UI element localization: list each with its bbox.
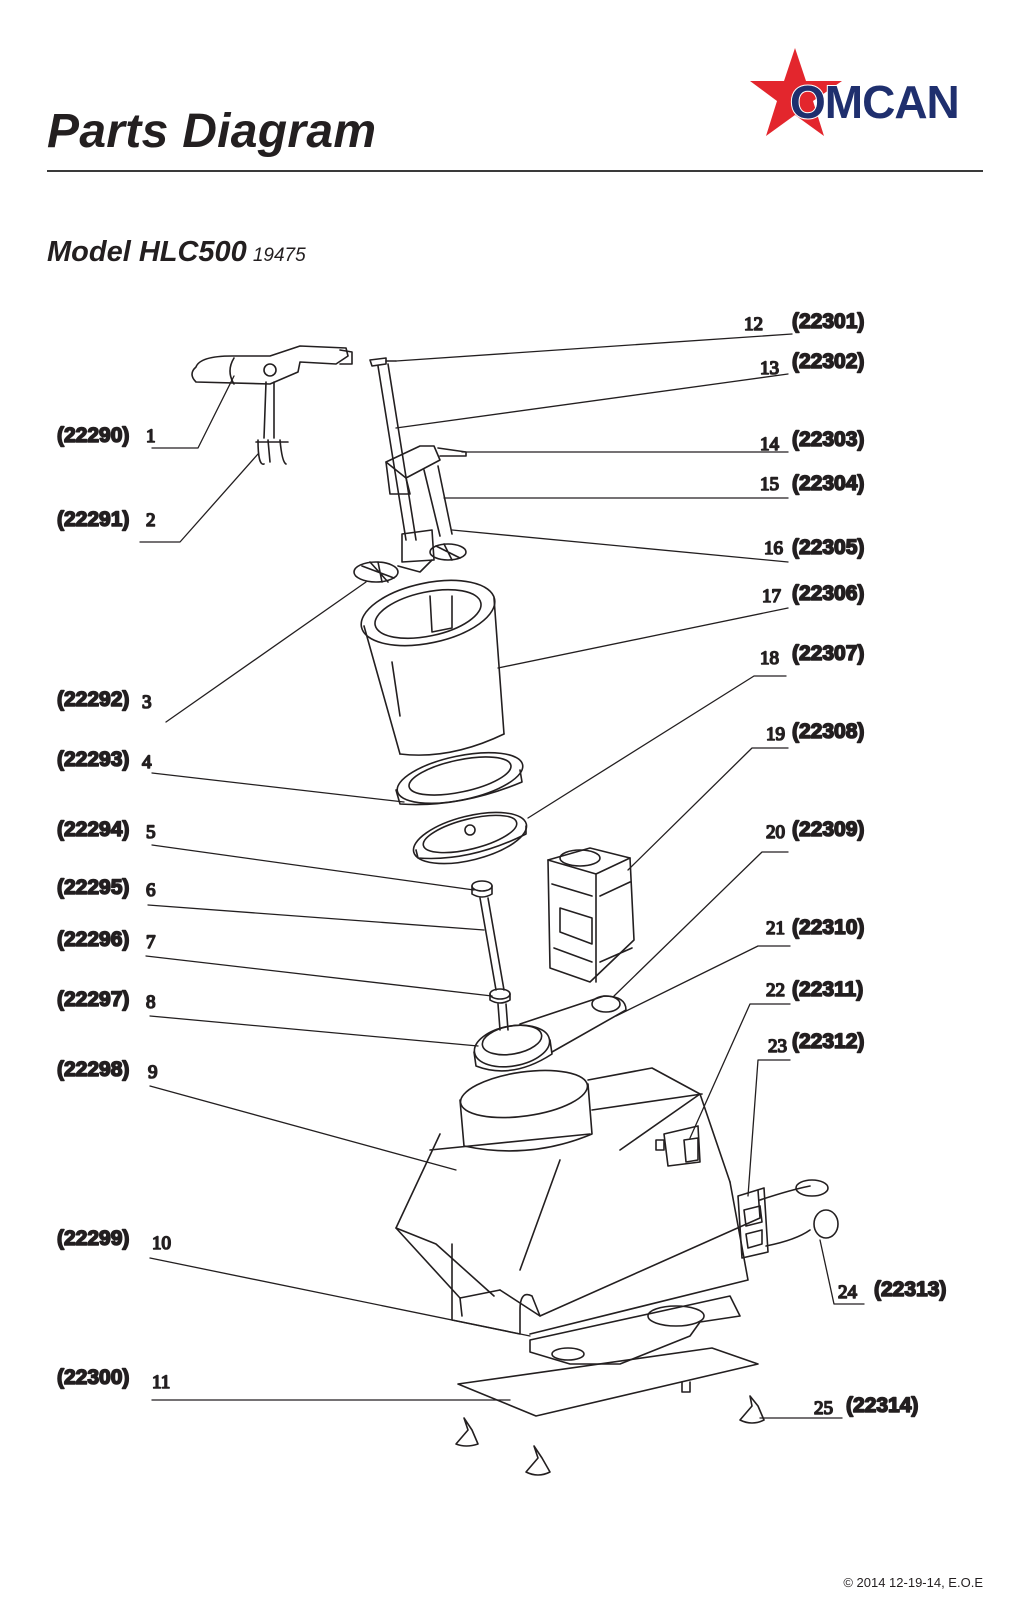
callout-code-23: (22312) <box>792 1030 864 1053</box>
callout-num-3: 3 <box>142 692 152 713</box>
callout-code-20: (22309) <box>792 818 864 841</box>
part-22-switch <box>655 1125 701 1167</box>
leader-lines <box>139 333 865 1419</box>
part-17-hopper <box>360 579 505 756</box>
callout-num-8: 8 <box>146 992 156 1013</box>
callout-code-25: (22314) <box>846 1394 918 1417</box>
callout-num-12: 12 <box>744 314 763 335</box>
callout-code-4: (22293) <box>57 748 129 771</box>
callout-num-4: 4 <box>142 752 152 773</box>
callout-code-5: (22294) <box>57 818 129 841</box>
brand-wordmark: OMCAN <box>790 76 959 128</box>
part-10-bottom-plate <box>529 1295 741 1365</box>
callout-code-7: (22296) <box>57 928 129 951</box>
model-number: 19475 <box>252 245 306 266</box>
part-12-pin <box>369 357 397 367</box>
callout-code-8: (22297) <box>57 988 129 1011</box>
part-24-cord <box>759 1179 839 1247</box>
callout-num-2: 2 <box>146 510 156 531</box>
part-9-base-housing <box>395 1067 761 1335</box>
part-13-shaft <box>377 363 417 541</box>
callout-num-15: 15 <box>760 474 779 495</box>
part-11-base-panel <box>457 1347 759 1417</box>
callout-code-6: (22295) <box>57 876 129 899</box>
part-19-motor <box>547 847 635 983</box>
model-label: Model HLC500 <box>47 236 247 268</box>
callout-code-12: (22301) <box>792 310 864 333</box>
callout-code-3: (22292) <box>57 688 129 711</box>
callout-num-5: 5 <box>146 822 156 843</box>
callout-code-18: (22307) <box>792 642 864 665</box>
callout-num-9: 9 <box>148 1062 158 1083</box>
callout-code-11: (22300) <box>57 1366 129 1389</box>
callout-code-1: (22290) <box>57 424 129 447</box>
part-2-fork <box>255 381 289 465</box>
callout-num-1: 1 <box>146 426 156 447</box>
callout-code-17: (22306) <box>792 582 864 605</box>
callout-code-16: (22305) <box>792 536 864 559</box>
callout-num-24: 24 <box>838 1282 858 1303</box>
callout-num-18: 18 <box>760 648 779 669</box>
callout-code-21: (22310) <box>792 916 864 939</box>
star-icon <box>750 48 842 136</box>
callout-num-19: 19 <box>766 724 785 745</box>
callout-num-22: 22 <box>766 980 785 1001</box>
callout-code-2: (22291) <box>57 508 129 531</box>
part-25-feet <box>455 1395 765 1476</box>
callout-num-21: 21 <box>766 918 785 939</box>
part-18-disc <box>412 811 528 865</box>
copyright-footer: © 2014 12-19-14, E.O.E <box>843 1575 983 1590</box>
part-3-blade-disc <box>353 529 467 583</box>
callout-num-11: 11 <box>152 1372 170 1393</box>
callout-num-17: 17 <box>762 586 781 607</box>
callout-code-10: (22299) <box>57 1227 129 1250</box>
callout-code-22: (22311) <box>792 978 863 1001</box>
callout-num-7: 7 <box>146 932 156 953</box>
part-8-21-pulley-belt <box>473 995 627 1072</box>
callout-num-16: 16 <box>764 538 783 559</box>
omcan-logo: OMCAN <box>750 48 961 136</box>
part-4-ring <box>395 751 524 806</box>
callout-num-13: 13 <box>760 358 779 379</box>
callout-num-10: 10 <box>152 1233 171 1254</box>
part-14-15-bracket <box>385 445 467 537</box>
callout-num-14: 14 <box>760 434 780 455</box>
callout-num-6: 6 <box>146 880 156 901</box>
callout-num-20: 20 <box>766 822 785 843</box>
callout-code-13: (22302) <box>792 350 864 373</box>
part-1-pusher-handle <box>191 345 353 385</box>
callout-code-15: (22304) <box>792 472 864 495</box>
part-5-7-spindle <box>471 880 511 1031</box>
callout-code-19: (22308) <box>792 720 864 743</box>
callout-num-25: 25 <box>814 1398 833 1419</box>
callout-num-23: 23 <box>768 1036 787 1057</box>
page-title: Parts Diagram <box>47 105 377 158</box>
callout-code-9: (22298) <box>57 1058 129 1081</box>
header-divider <box>47 170 983 172</box>
callout-code-14: (22303) <box>792 428 864 451</box>
part-23-socket <box>737 1187 769 1259</box>
callout-code-24: (22313) <box>874 1278 946 1301</box>
